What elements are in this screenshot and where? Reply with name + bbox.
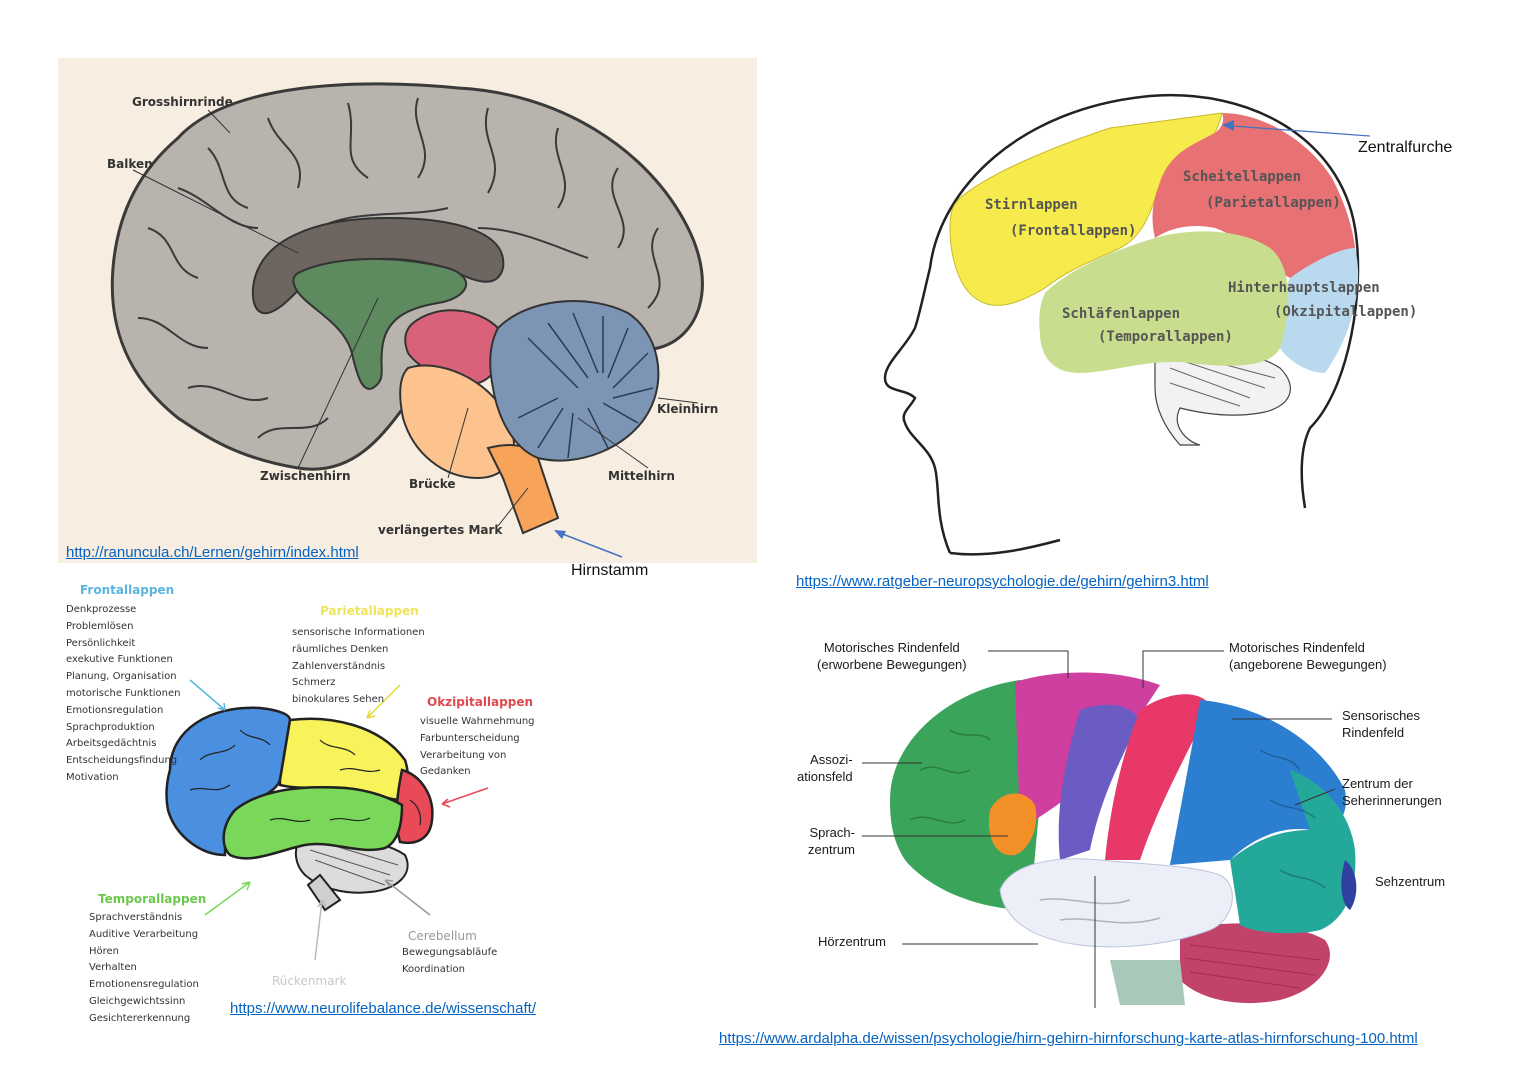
temporal-item: Gleichgewichtssinn — [89, 995, 186, 1007]
frontal-item: Sprachproduktion — [66, 721, 155, 733]
temporal-item: Gesichtererkennung — [89, 1012, 191, 1024]
label-hoerzentrum: Hörzentrum — [818, 934, 886, 949]
parietal-item: binokulares Sehen — [292, 694, 385, 706]
frontal-item: Persönlichkeit — [66, 637, 136, 649]
lobe-functions-illustration — [165, 706, 434, 912]
temporal-item: Emotionensregulation — [89, 979, 199, 991]
occipital-item: visuelle Wahrnehmung — [420, 716, 535, 727]
occipital-item: Gedanken — [420, 766, 471, 778]
parietal-item: sensorische Informationen — [292, 627, 425, 638]
frontal-item: Emotionsregulation — [66, 704, 164, 716]
parietal-item: Zahlenverständnis — [292, 660, 386, 672]
label-bruecke: Brücke — [409, 477, 456, 491]
frontal-item: Denkprozesse — [66, 604, 137, 615]
cortex-areas-illustration — [890, 672, 1357, 1005]
label-grosshirnrinde: Grosshirnrinde — [132, 95, 233, 109]
label-sehzentrum: Sehzentrum — [1375, 874, 1446, 889]
source-link-ardalpha[interactable]: https://www.ardalpha.de/wissen/psycholog… — [719, 1030, 1418, 1047]
source-link-ratgeber[interactable]: https://www.ratgeber-neuropsychologie.de… — [796, 573, 1209, 590]
label-scheitellappen: Scheitellappen — [1183, 169, 1302, 185]
occipital-item: Farbunterscheidung — [420, 732, 520, 744]
label-parietallappen: (Parietallappen) — [1206, 195, 1341, 211]
label-motor-erworben: Motorisches Rindenfeld (erworbene Bewegu… — [817, 640, 967, 672]
temporal-functions-list: Sprachverständnis Auditive Verarbeitung … — [89, 910, 199, 1028]
source-link-ranuncula[interactable]: http://ranuncula.ch/Lernen/gehirn/index.… — [66, 544, 359, 561]
parietal-item: räumliches Denken — [292, 643, 389, 655]
cortex-leader-lines — [862, 650, 1336, 1008]
frontal-item: exekutive Funktionen — [66, 654, 173, 666]
parietal-functions-list: sensorische Informationen räumliches Den… — [292, 625, 425, 709]
frontal-item: Problemlösen — [66, 620, 134, 632]
label-sprachzentrum: Sprach- zentrum — [808, 825, 855, 857]
source-link-neurolifebalance[interactable]: https://www.neurolifebalance.de/wissensc… — [230, 1000, 536, 1017]
frontal-item: Entscheidungsfindung — [66, 755, 178, 767]
frontal-item: motorische Funktionen — [66, 687, 181, 699]
label-verlaengertes-mark: verlängertes Mark — [378, 523, 503, 537]
label-zwischenhirn: Zwischenhirn — [260, 469, 351, 483]
frontal-item: Planung, Organisation — [66, 671, 177, 683]
frontal-item: Motivation — [66, 771, 119, 783]
label-sensorisches-rindenfeld: Sensorisches Rindenfeld — [1342, 708, 1421, 740]
cerebellum-item: Bewegungsabläufe — [402, 947, 498, 958]
cerebellum-title: Cerebellum — [408, 929, 477, 943]
occipital-title: Okzipitallappen — [427, 695, 534, 709]
occipital-functions-list: visuelle Wahrnehmung Farbunterscheidung … — [420, 714, 535, 781]
label-seherinnerungen: Zentrum der Seherinnerungen — [1342, 776, 1442, 808]
temporal-title: Temporallappen — [98, 892, 207, 906]
label-hinterhauptslappen: Hinterhauptslappen — [1228, 280, 1380, 296]
temporal-item: Sprachverständnis — [89, 912, 183, 923]
temporal-item: Auditive Verarbeitung — [89, 928, 199, 940]
frontal-title: Frontallappen — [80, 583, 175, 597]
temporal-item: Verhalten — [89, 962, 137, 974]
annotation-hirnstamm: Hirnstamm — [571, 562, 649, 579]
label-stirnlappen: Stirnlappen — [985, 197, 1078, 213]
label-rueckenmark: Rückenmark — [272, 974, 347, 988]
function-arrows — [189, 679, 489, 960]
label-okzipitallappen: (Okzipitallappen) — [1274, 304, 1418, 320]
label-assoziationsfeld: Assozi- ationsfeld — [797, 752, 853, 784]
label-schlaefenlappen: Schläfenlappen — [1062, 306, 1181, 322]
label-frontallappen: (Frontallappen) — [1010, 223, 1137, 239]
frontal-functions-list: Denkprozesse Problemlösen Persönlichkeit… — [66, 602, 180, 787]
frontal-item: Arbeitsgedächtnis — [66, 738, 157, 750]
hirnstamm-arrow — [554, 530, 623, 558]
label-temporallappen: (Temporallappen) — [1098, 329, 1233, 345]
temporal-item: Hören — [89, 945, 120, 957]
cerebellum-item: Koordination — [402, 963, 465, 975]
annotation-zentralfurche: Zentralfurche — [1358, 139, 1453, 156]
parietal-item: Schmerz — [292, 677, 336, 689]
parietal-title: Parietallappen — [320, 604, 419, 618]
label-mittelhirn: Mittelhirn — [608, 469, 675, 483]
occipital-item: Verarbeitung von — [420, 749, 507, 761]
label-kleinhirn: Kleinhirn — [657, 402, 719, 416]
label-balken: Balken — [107, 157, 153, 171]
medial-brain-illustration — [58, 58, 757, 563]
cerebellum-functions-list: Bewegungsabläufe Koordination — [402, 945, 497, 979]
label-motor-angeboren: Motorisches Rindenfeld (angeborene Beweg… — [1229, 640, 1387, 672]
head-lobes-illustration — [883, 93, 1371, 556]
